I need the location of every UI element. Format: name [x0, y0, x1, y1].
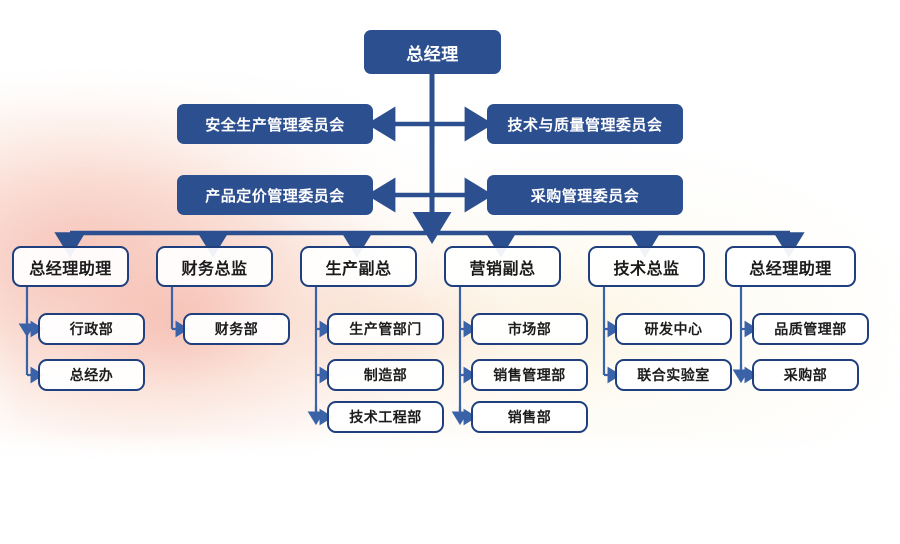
node-dept-quality-management[interactable]: 品质管理部	[752, 313, 869, 345]
node-dept-administration[interactable]: 行政部	[38, 313, 145, 345]
node-dept-manufacturing[interactable]: 制造部	[327, 359, 444, 391]
column-3-connectors	[307, 287, 334, 426]
node-dept-gm-office[interactable]: 总经办	[38, 359, 145, 391]
node-committee-procurement[interactable]: 采购管理委员会	[487, 175, 683, 215]
node-committee-technology-quality[interactable]: 技术与质量管理委员会	[487, 104, 683, 144]
node-exec-finance-director[interactable]: 财务总监	[156, 246, 273, 287]
node-dept-sales-management[interactable]: 销售管理部	[471, 359, 588, 391]
node-committee-product-pricing[interactable]: 产品定价管理委员会	[177, 175, 373, 215]
node-dept-production-management[interactable]: 生产管部门	[327, 313, 444, 345]
node-dept-purchasing[interactable]: 采购部	[752, 359, 859, 391]
node-exec-gm-assistant-2[interactable]: 总经理助理	[725, 246, 856, 287]
bus-drop-arrows	[54, 232, 805, 258]
node-exec-production-vp[interactable]: 生产副总	[300, 246, 417, 287]
node-dept-sales[interactable]: 销售部	[471, 401, 588, 433]
node-exec-marketing-vp[interactable]: 营销副总	[444, 246, 561, 287]
node-dept-finance[interactable]: 财务部	[183, 313, 290, 345]
column-5-connectors	[602, 287, 622, 384]
node-exec-technology-director[interactable]: 技术总监	[588, 246, 705, 287]
node-dept-rd-center[interactable]: 研发中心	[615, 313, 732, 345]
node-exec-gm-assistant-1[interactable]: 总经理助理	[12, 246, 129, 287]
column-4-connectors	[451, 287, 478, 426]
wash-white-bottom	[0, 430, 900, 544]
column-1-connectors	[18, 287, 45, 384]
node-dept-technical-engineering[interactable]: 技术工程部	[327, 401, 444, 433]
node-dept-joint-laboratory[interactable]: 联合实验室	[615, 359, 732, 391]
column-6-connectors	[732, 287, 759, 384]
column-2-connectors	[170, 287, 190, 338]
node-root-general-manager[interactable]: 总经理	[364, 30, 501, 74]
node-committee-safety-production[interactable]: 安全生产管理委员会	[177, 104, 373, 144]
node-dept-marketing[interactable]: 市场部	[471, 313, 588, 345]
